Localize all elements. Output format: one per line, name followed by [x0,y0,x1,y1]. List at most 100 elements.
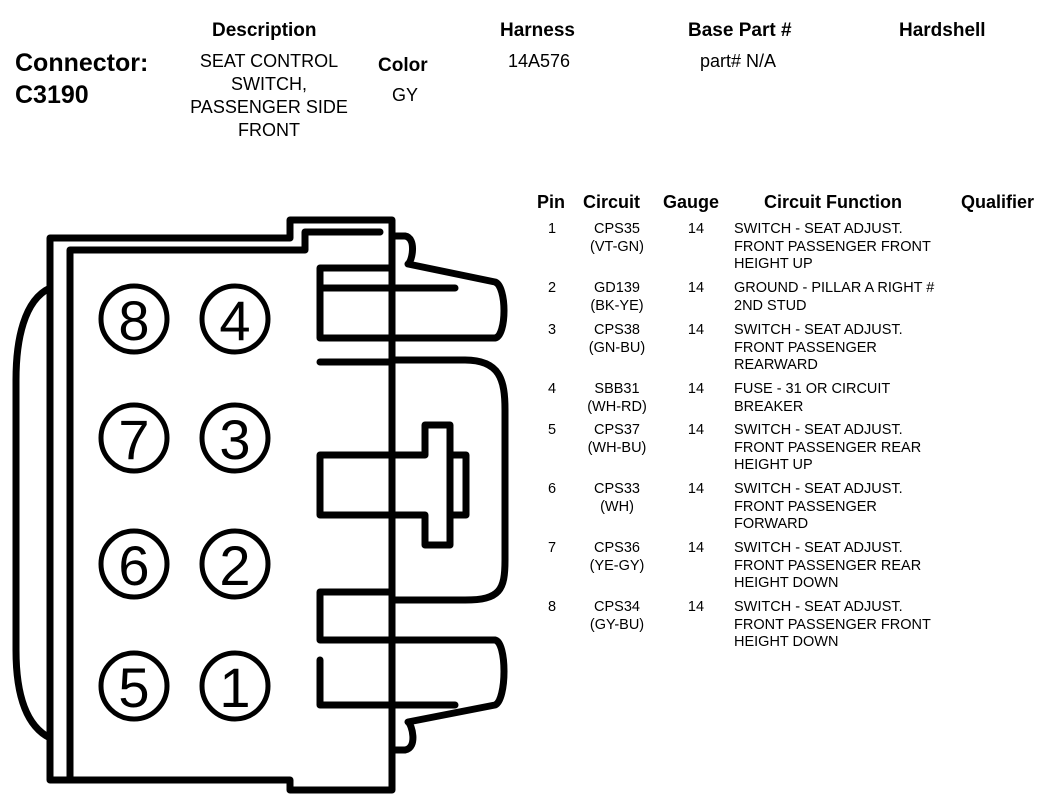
function-cell: GROUND - PILLAR A RIGHT #2ND STUD [734,280,974,315]
hardshell-header: Hardshell [899,20,986,41]
pin-2-circle [199,528,271,600]
pin-5-circle [98,650,170,722]
pin-7-circle [98,402,170,474]
circuit-id: CPS35 [594,221,640,237]
lower-cavity-bottom [316,656,459,709]
pin-cell: 2 [547,280,557,296]
function-line: FRONT PASSENGER [734,339,877,356]
gauge-cell: 14 [687,599,705,615]
function-line: HEIGHT DOWN [734,575,839,591]
circuit-id: CPS37 [594,422,640,438]
description-line: FRONT [238,120,300,140]
function-column-header: Circuit Function [764,192,902,212]
function-line: SWITCH - SEAT ADJUST. [734,322,903,338]
middle-slot [388,356,509,604]
function-line: GROUND - PILLAR A RIGHT # [734,280,935,296]
pin-cell: 8 [547,599,557,615]
function-line: FORWARD [734,516,809,532]
color-label: Color [378,55,428,76]
function-line: FRONT PASSENGER FRONT [734,616,931,633]
circuit-id: GD139 [594,280,640,296]
function-cell: SWITCH - SEAT ADJUST.FRONT PASSENGER REA… [734,540,974,593]
pin-6-circle [98,528,170,600]
pin-7-label: 7 [118,408,149,471]
connector-label: Connector: [15,49,149,77]
connector-outer-shell [46,216,396,794]
function-line: REARWARD [734,357,818,373]
circuit-id: CPS34 [594,599,640,615]
lower-cavity [316,588,508,754]
connector-id: C3190 [15,81,89,109]
circuit-cell: CPS34(GY-BU) [572,599,662,634]
gauge-cell: 14 [687,381,705,397]
pin-cell: 4 [547,381,557,397]
function-line: HEIGHT UP [734,457,813,473]
circuit-cell: SBB31(WH-RD) [572,381,662,416]
connector-inner-wall [66,228,384,784]
qualifier-column-header: Qualifier [961,192,1035,212]
wire-color: (VT-GN) [590,238,644,255]
center-key-inner [446,451,470,519]
function-line: FRONT PASSENGER FRONT [734,238,931,255]
pin-1-label: 1 [219,656,250,719]
description-line: SEAT CONTROL [199,51,339,71]
description-value: SEAT CONTROL SWITCH, PASSENGER SIDE FRON… [169,50,369,142]
gauge-column-header: Gauge [663,192,720,212]
function-line: SWITCH - SEAT ADJUST. [734,481,903,497]
pin-3-circle [199,402,271,474]
gauge-cell: 14 [687,481,705,497]
pin-cell: 3 [547,322,557,338]
color-value: GY [391,85,418,105]
left-latch [12,284,54,742]
function-line: HEIGHT UP [734,256,813,272]
pin-5-label: 5 [118,656,149,719]
gauge-cell: 14 [687,540,705,556]
gauge-cell: 14 [687,221,705,237]
description-line: PASSENGER SIDE [190,97,348,117]
function-line: FRONT PASSENGER REAR [734,557,922,574]
function-line: FUSE - 31 OR CIRCUIT [734,381,891,397]
function-cell: SWITCH - SEAT ADJUST.FRONT PASSENGER FRO… [734,599,974,652]
gauge-cell: 14 [687,422,705,438]
wire-color: (WH) [600,498,634,515]
circuit-cell: CPS36(YE-GY) [572,540,662,575]
function-line: BREAKER [734,398,804,415]
circuit-id: CPS36 [594,540,640,556]
gauge-cell: 14 [687,280,705,296]
function-line: 2ND STUD [734,297,807,314]
circuit-cell: CPS33(WH) [572,481,662,516]
pin-cell: 6 [547,481,557,497]
pin-4-label: 4 [219,289,250,352]
description-header: Description [212,20,317,41]
harness-value: 14A576 [508,51,571,71]
circuit-cell: GD139(BK-YE) [572,280,662,315]
circuit-cell: CPS38(GN-BU) [572,322,662,357]
wire-color: (WH-BU) [587,439,647,456]
wire-color: (BK-YE) [590,297,644,314]
base-part-header: Base Part # [688,20,792,41]
circuit-cell: CPS35(VT-GN) [572,221,662,256]
center-key-outer [316,421,454,549]
pin-4-circle [199,283,271,355]
description-line: SWITCH, [231,74,307,94]
pin-grid: 8 4 7 3 6 2 5 1 [98,283,271,722]
function-cell: SWITCH - SEAT ADJUST.FRONT PASSENGER REA… [734,422,974,475]
function-line: SWITCH - SEAT ADJUST. [734,422,903,438]
function-line: SWITCH - SEAT ADJUST. [734,599,903,615]
circuit-cell: CPS37(WH-BU) [572,422,662,457]
circuit-id: CPS38 [594,322,640,338]
upper-lock-tab [316,232,508,342]
pin-column-header: Pin [537,192,566,212]
circuit-id: SBB31 [594,381,640,397]
pin-3-label: 3 [219,408,250,471]
wire-color: (GN-BU) [588,339,646,356]
wire-color: (WH-RD) [587,398,647,415]
pin-8-circle [98,283,170,355]
pin-cell: 7 [547,540,557,556]
pin-2-label: 2 [219,534,250,597]
function-line: SWITCH - SEAT ADJUST. [734,221,903,237]
